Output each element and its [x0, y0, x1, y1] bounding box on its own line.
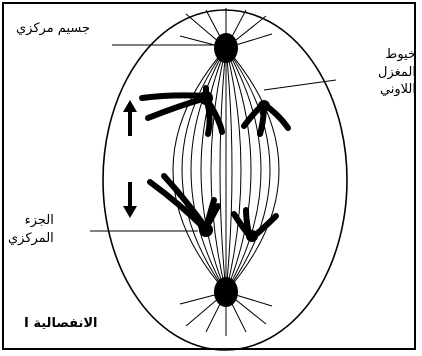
centromere-upper-right — [258, 100, 270, 112]
centrosome-top — [214, 33, 238, 63]
leader-line-spindle — [264, 80, 336, 90]
chromosomes-lower — [150, 176, 276, 238]
centromere-upper-left — [199, 91, 213, 105]
label-spindle-line3: اللاوني — [378, 81, 416, 99]
label-spindle-line2: المغزل — [378, 64, 416, 82]
spindle-fibers — [173, 48, 279, 292]
arrow-up-icon — [123, 100, 137, 136]
label-centromere: الجزء المركزي — [8, 212, 54, 247]
label-spindle-fibers: خيوط المغزل اللاوني — [378, 46, 416, 99]
label-spindle-line1: خيوط — [378, 46, 416, 64]
label-phase: الانفصالية I — [24, 315, 98, 333]
label-centromere-line1: الجزء — [8, 212, 54, 230]
label-centrosome: جسيم مركزي — [16, 20, 90, 38]
arrow-down-icon — [123, 182, 137, 218]
label-centromere-line2: المركزي — [8, 230, 54, 248]
centrosome-bottom — [214, 277, 238, 307]
centromere-lower-right — [246, 230, 258, 242]
centromere-lower-left — [199, 223, 213, 237]
